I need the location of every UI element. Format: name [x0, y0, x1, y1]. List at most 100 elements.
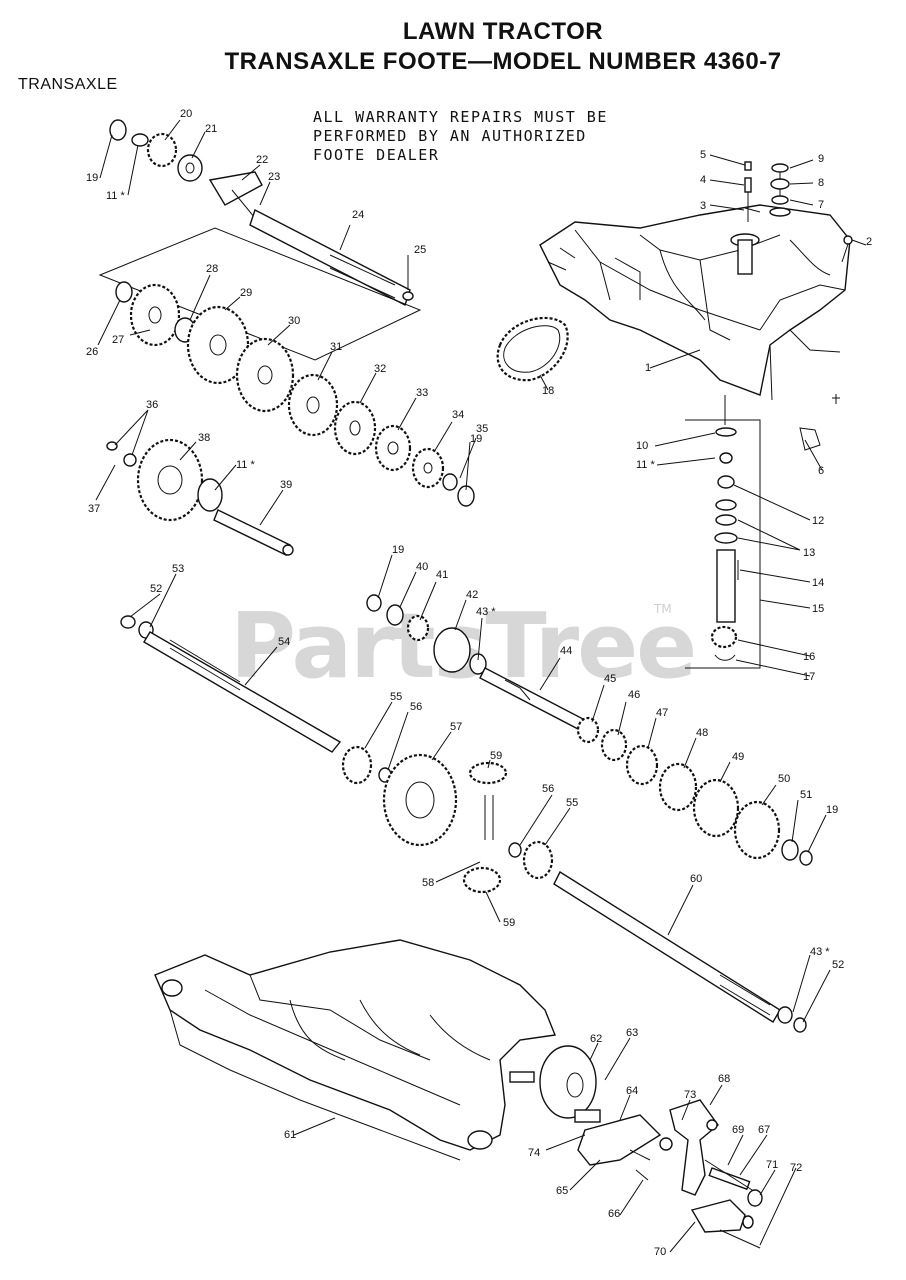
callout-36: 36	[146, 399, 158, 411]
callout-11-b: 11 *	[106, 190, 125, 202]
callout-67: 67	[758, 1124, 770, 1136]
callout-21: 21	[205, 123, 217, 135]
callout-52-b: 52	[832, 959, 844, 971]
callout-42: 42	[466, 589, 478, 601]
callout-27: 27	[112, 334, 124, 346]
callout-71: 71	[766, 1159, 778, 1171]
trademark-symbol: TM	[654, 602, 672, 616]
callout-17: 17	[803, 671, 815, 683]
callout-12: 12	[812, 515, 824, 527]
callout-15: 15	[812, 603, 824, 615]
shift-shaft-assembly	[685, 394, 840, 669]
callout-43-a: 43 *	[476, 606, 496, 618]
callout-7: 7	[818, 199, 824, 211]
callout-51: 51	[800, 789, 812, 801]
low-gear-shaft	[106, 438, 294, 556]
callout-48: 48	[696, 727, 708, 739]
callout-64: 64	[626, 1085, 638, 1097]
callout-25: 25	[414, 244, 426, 256]
callout-69: 69	[732, 1124, 744, 1136]
callout-45: 45	[604, 673, 616, 685]
callout-33: 33	[416, 387, 428, 399]
warranty-note-line1: ALL WARRANTY REPAIRS MUST BE	[313, 108, 608, 126]
callout-35: 35	[476, 423, 488, 435]
callout-1: 1	[645, 362, 651, 374]
warranty-note: ALL WARRANTY REPAIRS MUST BE PERFORMED B…	[313, 108, 608, 165]
brake-assembly	[509, 1045, 763, 1249]
callout-5: 5	[700, 149, 706, 161]
callout-63: 63	[626, 1027, 638, 1039]
callout-61: 61	[284, 1129, 296, 1141]
callout-49: 49	[732, 751, 744, 763]
callout-22: 22	[256, 154, 268, 166]
callout-19-c: 19	[392, 544, 404, 556]
upper-housing	[539, 204, 853, 401]
callout-54: 54	[278, 636, 290, 648]
callout-56-b: 56	[542, 783, 554, 795]
lower-housing	[154, 939, 556, 1161]
callout-2: 2	[866, 236, 872, 248]
callout-34: 34	[452, 409, 464, 421]
callout-24: 24	[352, 209, 364, 221]
callout-19-a: 19	[86, 172, 98, 184]
callout-57: 57	[450, 721, 462, 733]
callout-59-a: 59	[490, 750, 502, 762]
leader-lines	[95, 119, 867, 1253]
callout-16: 16	[803, 651, 815, 663]
callout-9: 9	[818, 153, 824, 165]
callout-74: 74	[528, 1147, 540, 1159]
callout-6: 6	[818, 465, 824, 477]
callout-8: 8	[818, 177, 824, 189]
callout-4: 4	[700, 174, 706, 186]
callout-26: 26	[86, 346, 98, 358]
callout-23: 23	[268, 171, 280, 183]
callout-52-a: 52	[150, 583, 162, 595]
diagram-title-line2: TRANSAXLE FOOTE—MODEL NUMBER 4360-7	[224, 48, 782, 75]
callout-19-d: 19	[826, 804, 838, 816]
callout-39: 39	[280, 479, 292, 491]
callout-41: 41	[436, 569, 448, 581]
callout-11-c: 11 *	[236, 459, 255, 471]
callout-60: 60	[690, 873, 702, 885]
callout-28: 28	[206, 263, 218, 275]
callout-30: 30	[288, 315, 300, 327]
callout-38: 38	[198, 432, 210, 444]
callout-18: 18	[542, 385, 554, 397]
callout-29: 29	[240, 287, 252, 299]
callout-13: 13	[803, 547, 815, 559]
warranty-note-line3: FOOTE DEALER	[313, 146, 440, 164]
callout-58: 58	[422, 877, 434, 889]
callout-20: 20	[180, 108, 192, 120]
callout-31: 31	[330, 341, 342, 353]
callout-68: 68	[718, 1073, 730, 1085]
shift-small-parts	[744, 161, 790, 222]
callout-56-a: 56	[410, 701, 422, 713]
callout-43-b: 43 *	[810, 946, 830, 958]
callout-19-b: 19	[470, 433, 482, 445]
callout-numbers: 1 2 3 4 5 6 7 8 9 10 11 * 11 * 11 * 12 1…	[86, 108, 872, 1258]
drive-chain	[496, 316, 569, 382]
diagram-title-line1: LAWN TRACTOR	[402, 18, 604, 45]
callout-65: 65	[556, 1185, 568, 1197]
callout-55-a: 55	[390, 691, 402, 703]
callout-72: 72	[790, 1162, 802, 1174]
callout-10: 10	[636, 440, 648, 452]
axle-assembly	[120, 615, 807, 1033]
callout-11-a: 11 *	[636, 459, 655, 471]
callout-46: 46	[628, 689, 640, 701]
gear-stack	[115, 281, 475, 507]
callout-73: 73	[684, 1089, 696, 1101]
callout-40: 40	[416, 561, 428, 573]
callout-32: 32	[374, 363, 386, 375]
callout-50: 50	[778, 773, 790, 785]
warranty-note-line2: PERFORMED BY AN AUTHORIZED	[313, 127, 587, 145]
callout-37: 37	[88, 503, 100, 515]
callout-44: 44	[560, 645, 572, 657]
callout-70: 70	[654, 1246, 666, 1258]
callout-59-b: 59	[503, 917, 515, 929]
callout-62: 62	[590, 1033, 602, 1045]
callout-3: 3	[700, 200, 706, 212]
callout-53: 53	[172, 563, 184, 575]
section-label: TRANSAXLE	[18, 76, 118, 93]
